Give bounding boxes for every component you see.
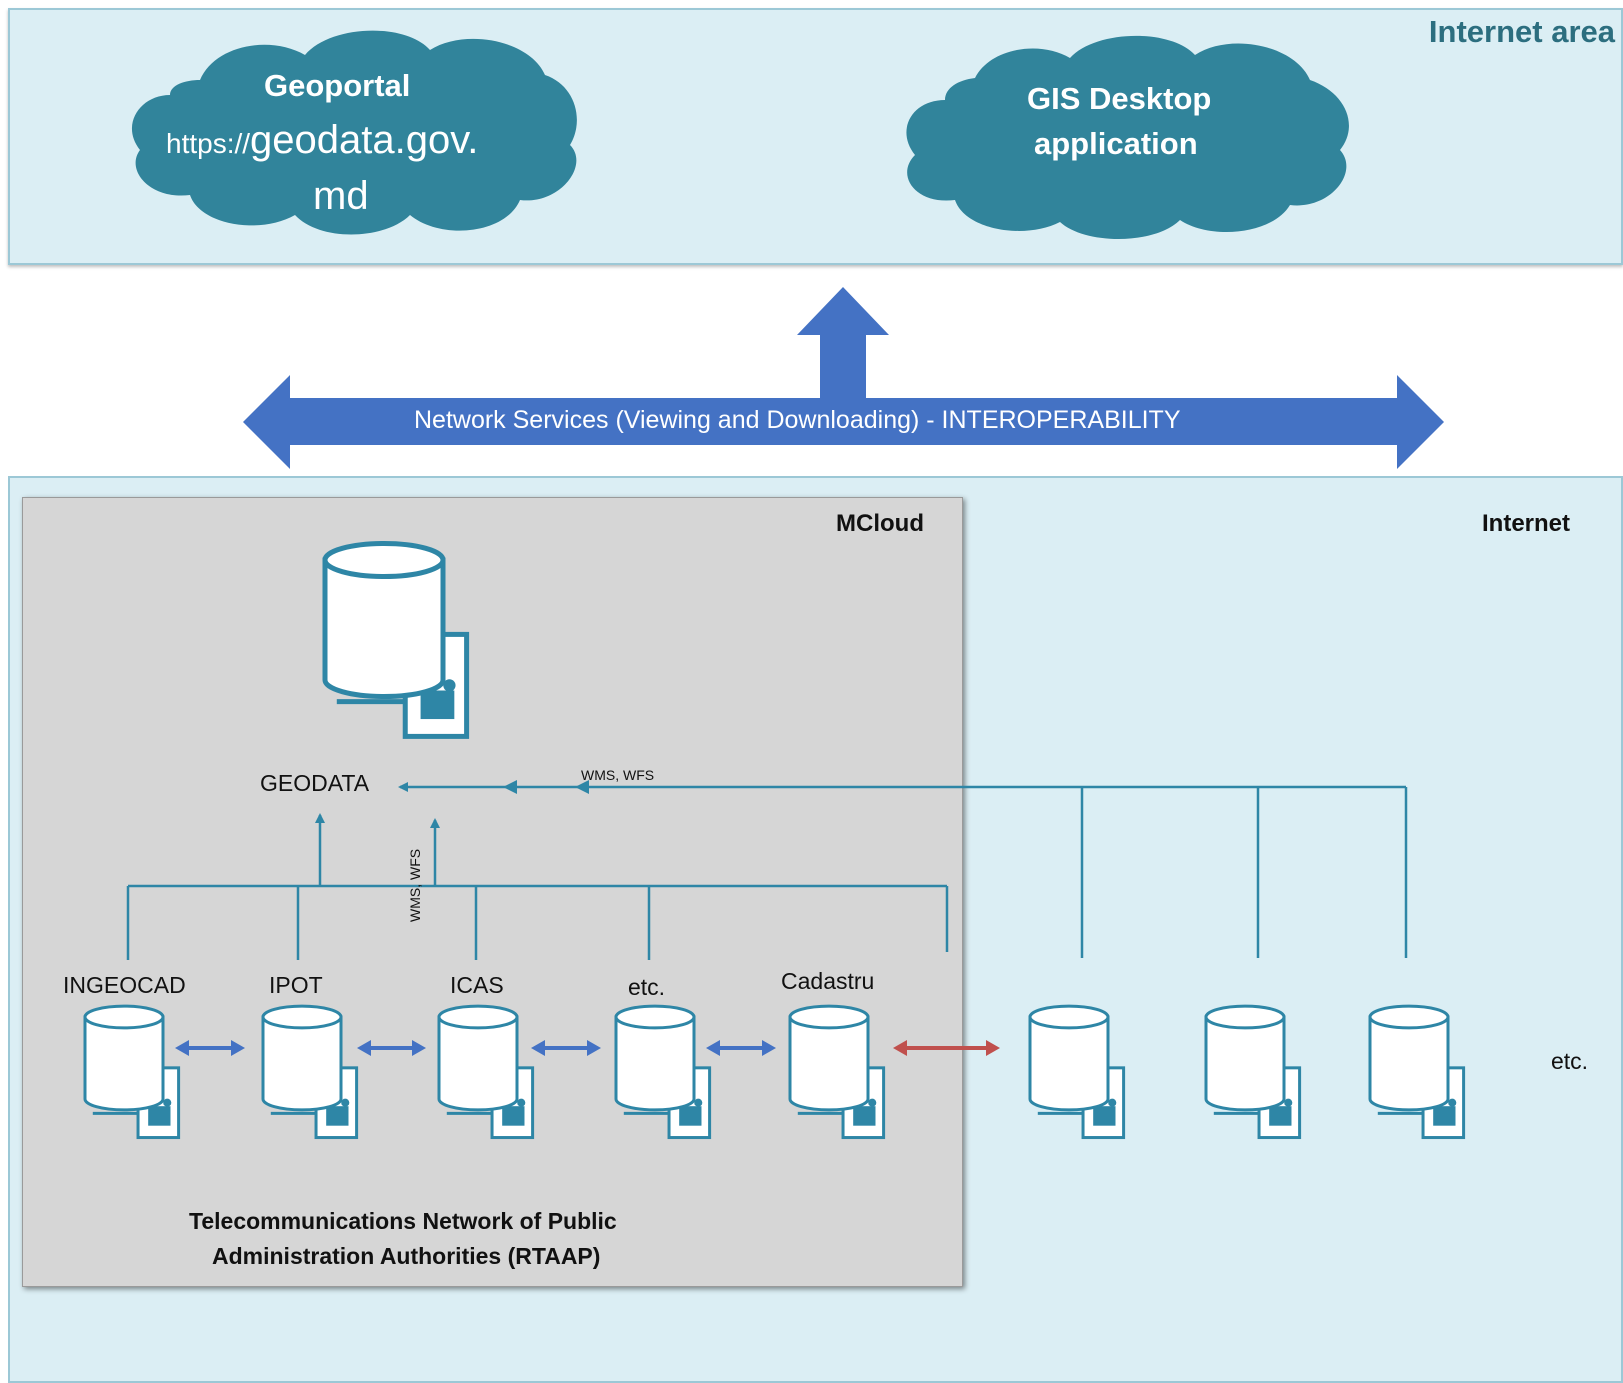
network-services-label: Network Services (Viewing and Downloadin…: [414, 406, 1181, 434]
ingeocad-db-icon: [83, 1004, 181, 1140]
internet-label: Internet: [1482, 510, 1571, 537]
mcloud-rtaap-box: [22, 497, 963, 1287]
node-label-icas: ICAS: [450, 972, 504, 998]
geoportal-title: Geoportal: [264, 68, 411, 103]
link-ipot-icas: [357, 1040, 426, 1056]
wms-wfs-vertical-label: WMS, WFS: [407, 848, 423, 922]
node-label-etc: etc.: [628, 974, 666, 1000]
geoportal-url[interactable]: https://geodata.gov.: [166, 118, 478, 163]
external-db-icon-2: [1204, 1004, 1302, 1140]
network-services-arrow: [243, 287, 1444, 469]
etc-db-icon: [614, 1004, 712, 1140]
link-etc-cadastru: [706, 1040, 776, 1056]
geodata-server-icon: [322, 540, 470, 739]
geoportal-cloud[interactable]: [131, 30, 577, 235]
link-cadastru-external: [893, 1040, 1000, 1056]
geoportal-url-main: geodata.gov.: [250, 118, 479, 162]
external-etc-label: etc.: [1551, 1048, 1589, 1074]
external-db-icon-1: [1028, 1004, 1126, 1140]
mid-arrow-1: [503, 780, 517, 794]
gis-desktop-cloud[interactable]: [906, 35, 1349, 240]
ipot-db-icon: [261, 1004, 359, 1140]
link-icas-etc: [531, 1040, 601, 1056]
node-label-ingeocad: INGEOCAD: [63, 972, 186, 998]
connection-lines: [126, 782, 1408, 960]
geoportal-url-prefix: https://: [166, 128, 251, 159]
wms-wfs-horizontal-label: WMS, WFS: [581, 767, 655, 783]
gis-desktop-line1: GIS Desktop: [1027, 81, 1212, 116]
mcloud-label: MCloud: [836, 510, 924, 537]
rtaap-label-line2: Administration Authorities (RTAAP): [212, 1243, 601, 1269]
rtaap-label-line1: Telecommunications Network of Public: [189, 1208, 617, 1234]
cadastru-db-icon: [788, 1004, 886, 1140]
internet-area-title: Internet area: [1428, 14, 1615, 49]
geoportal-url-tail: md: [313, 174, 369, 218]
node-label-ipot: IPOT: [269, 972, 323, 998]
external-db-icon-3: [1368, 1004, 1466, 1140]
geodata-label: GEODATA: [260, 770, 370, 796]
gis-desktop-line2: application: [1034, 126, 1198, 161]
mid-arrow-2: [575, 780, 589, 794]
node-label-cadastru: Cadastru: [781, 968, 875, 994]
link-ingeocad-ipot: [175, 1040, 245, 1056]
icas-db-icon: [437, 1004, 535, 1140]
